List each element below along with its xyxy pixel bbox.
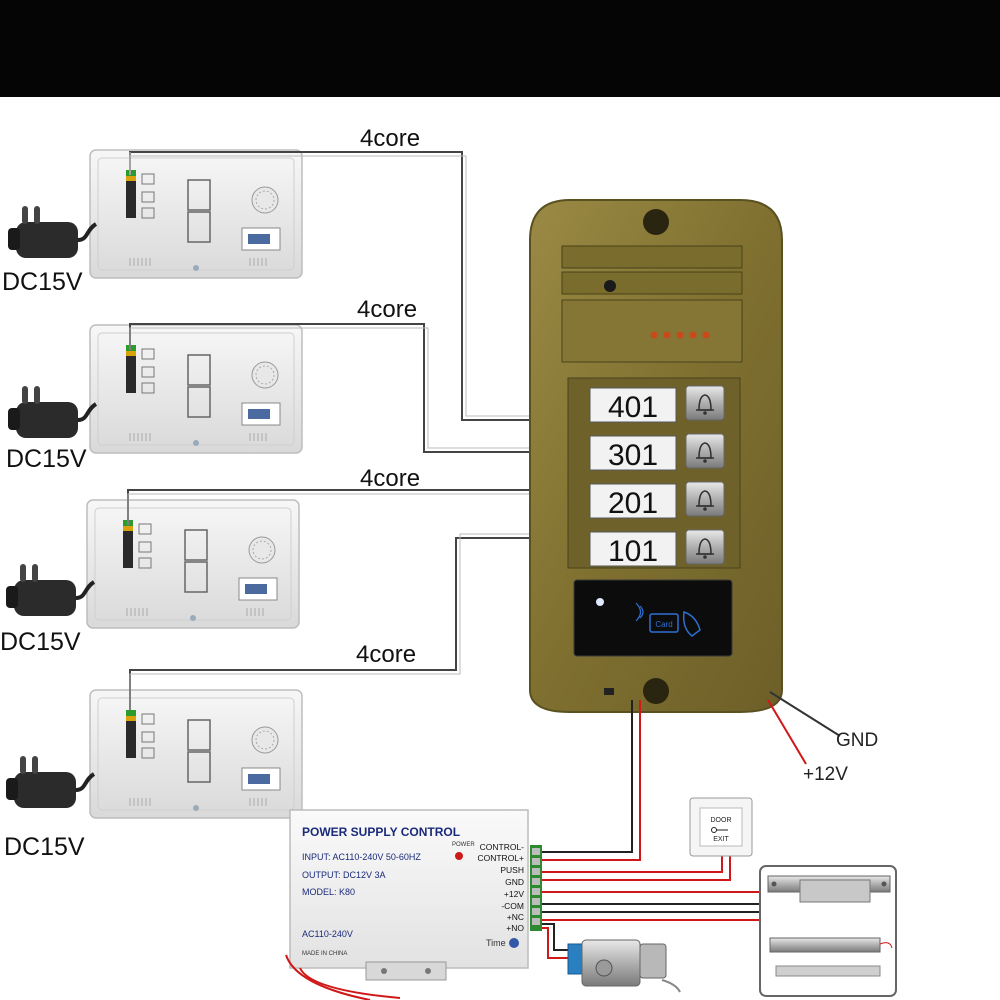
terminal-12v: +12V [504, 889, 524, 899]
power-label-3: DC15V [0, 628, 81, 656]
apartment-row-4[interactable]: 101 [589, 529, 725, 568]
lock-options-box [759, 865, 897, 997]
gnd-label: GND [836, 730, 878, 751]
cable-label-3: 4core [360, 465, 420, 492]
exit-door-label: DOOR [711, 817, 732, 824]
cable-label-1: 4core [360, 125, 420, 152]
apartment-row-1[interactable]: 401 [589, 385, 725, 424]
electric-strike-icon [767, 875, 891, 903]
psu-time-label: Time [486, 938, 506, 948]
power-adapter-1 [6, 204, 98, 260]
terminal-no: +NO [506, 923, 524, 933]
apartment-number: 101 [608, 535, 658, 568]
terminal-control-minus: CONTROL- [480, 842, 525, 852]
terminal-control-plus: CONTROL+ [477, 853, 524, 863]
bell-icon [685, 385, 725, 421]
key-icon [661, 979, 681, 993]
bell-icon [685, 433, 725, 469]
plus12-label: +12V [803, 764, 848, 785]
bell-icon [685, 529, 725, 565]
time-knob-icon[interactable] [509, 938, 519, 948]
key-icon [711, 827, 728, 833]
psu-made-in: MADE IN CHINA [302, 951, 347, 957]
camera-lens-icon [604, 280, 616, 292]
psu-input: INPUT: AC110-240V 50-60HZ [302, 852, 421, 862]
power-label-2: DC15V [6, 445, 87, 473]
cable-label-2: 4core [357, 296, 417, 323]
power-adapter-2 [6, 384, 98, 440]
monitor-unit-2 [89, 324, 303, 454]
monitor-unit-1 [89, 149, 303, 279]
apartment-row-3[interactable]: 201 [589, 481, 725, 520]
hand-icon [682, 610, 701, 637]
exit-exit-label: EXIT [713, 836, 729, 843]
psu-ac: AC110-240V [302, 929, 353, 939]
card-reader[interactable]: Card [573, 579, 733, 657]
card-icon [649, 613, 679, 633]
psu-model: MODEL: K80 [302, 887, 355, 897]
terminal-com: -COM [501, 901, 524, 911]
electric-door-lock [567, 939, 681, 993]
magnetic-lock-icon [769, 937, 893, 977]
power-adapter-3 [4, 562, 96, 618]
top-black-banner [0, 0, 1000, 97]
wave-icon [635, 602, 644, 622]
svg-text:Card: Card [655, 620, 672, 629]
terminal-nc: +NC [507, 912, 524, 922]
power-label-4: DC15V [4, 833, 85, 861]
apartment-number: 301 [608, 439, 658, 472]
apartment-number: 401 [608, 391, 658, 424]
door-exit-button[interactable]: DOOR EXIT [689, 797, 753, 857]
psu-power-label: POWER [452, 842, 475, 848]
terminal-push: PUSH [500, 865, 524, 875]
psu-output: OUTPUT: DC12V 3A [302, 870, 386, 880]
door-station-panel: 401 301 201 101 Card [529, 199, 783, 713]
power-led-icon [455, 852, 463, 860]
monitor-unit-4 [89, 689, 303, 819]
bell-icon [685, 481, 725, 517]
apartment-row-2[interactable]: 301 [589, 433, 725, 472]
keyhole-icon [595, 959, 613, 977]
power-supply-unit: POWER SUPPLY CONTROL INPUT: AC110-240V 5… [289, 809, 542, 981]
power-label-1: DC15V [2, 268, 83, 296]
cable-label-4: 4core [356, 641, 416, 668]
power-adapter-4 [4, 754, 96, 810]
status-leds [650, 331, 710, 339]
apartment-number: 201 [608, 487, 658, 520]
terminal-gnd: GND [505, 877, 524, 887]
psu-title: POWER SUPPLY CONTROL [302, 825, 460, 839]
monitor-unit-3 [86, 499, 300, 629]
